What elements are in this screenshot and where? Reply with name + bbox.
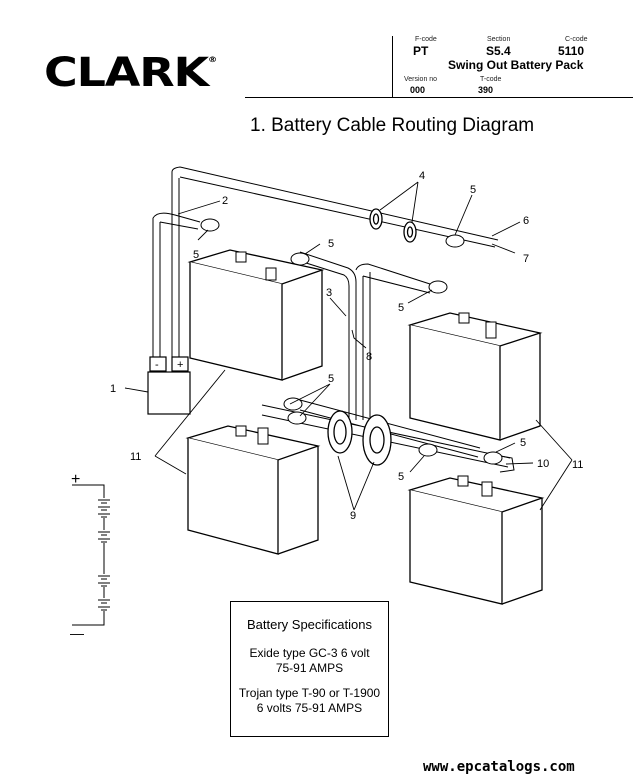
callout-8: 8 xyxy=(366,351,372,363)
battery-bottom-right xyxy=(407,477,545,605)
page-title: 1. Battery Cable Routing Diagram xyxy=(250,115,535,136)
callout-5-g: 5 xyxy=(520,437,526,449)
schematic-minus: — xyxy=(70,625,84,641)
callout-10: 10 xyxy=(537,458,549,470)
cable-left-vertical xyxy=(152,212,201,358)
clark-logo: CLARK® xyxy=(44,50,217,96)
connector-minus: - xyxy=(155,359,159,371)
callout-11-b: 11 xyxy=(572,459,583,471)
cable-middle-8 xyxy=(355,263,431,420)
callout-1: 1 xyxy=(110,383,116,395)
callout-6: 6 xyxy=(523,215,529,227)
fcode-value: PT xyxy=(413,44,429,58)
battery-connector xyxy=(147,356,191,415)
battery-specifications-box: Battery Specifications Exide type GC-3 6… xyxy=(230,601,389,737)
specs-line-2: 75-91 AMPS xyxy=(275,661,344,675)
version-value: 000 xyxy=(410,85,426,95)
document-subtitle: Swing Out Battery Pack xyxy=(448,58,584,72)
tcode-value: 390 xyxy=(478,85,494,95)
battery-schematic xyxy=(72,484,110,626)
section-value: S5.4 xyxy=(486,44,511,58)
cable-middle-3 xyxy=(299,251,357,420)
callout-5-c: 5 xyxy=(470,184,476,196)
cable-top-long xyxy=(171,166,499,372)
tcode-label: T-code xyxy=(480,76,502,83)
specs-title: Battery Specifications xyxy=(246,617,372,632)
header-divider-vertical xyxy=(392,36,393,98)
callout-3: 3 xyxy=(326,287,332,299)
callout-5-d: 5 xyxy=(398,302,404,314)
battery-bottom-left xyxy=(185,425,321,555)
watermark: www.epcatalogs.com xyxy=(423,759,575,775)
battery-top-right xyxy=(407,312,543,441)
section-label: Section xyxy=(487,36,511,43)
callout-4: 4 xyxy=(419,170,425,182)
battery-top-left xyxy=(187,249,325,381)
callout-7: 7 xyxy=(523,253,529,265)
header-divider-horizontal xyxy=(245,97,633,98)
callout-5-b: 5 xyxy=(328,238,334,250)
callout-5-f: 5 xyxy=(398,471,404,483)
specs-line-4: 6 volts 75-91 AMPS xyxy=(256,701,363,715)
fcode-label: F-code xyxy=(415,36,437,43)
schematic-plus: + xyxy=(71,471,80,488)
ccode-value: 5110 xyxy=(558,44,585,58)
callout-5-e: 5 xyxy=(328,373,334,385)
callout-11-a: 11 xyxy=(130,451,141,463)
ccode-label: C-code xyxy=(565,36,588,43)
callout-5-a: 5 xyxy=(193,249,199,261)
callout-2: 2 xyxy=(222,195,228,207)
specs-line-3: Trojan type T-90 or T-1900 xyxy=(238,686,381,700)
connector-plus: + xyxy=(177,359,183,371)
specs-line-1: Exide type GC-3 6 volt xyxy=(249,646,370,660)
version-label: Version no xyxy=(404,76,438,83)
callout-9: 9 xyxy=(350,510,356,522)
